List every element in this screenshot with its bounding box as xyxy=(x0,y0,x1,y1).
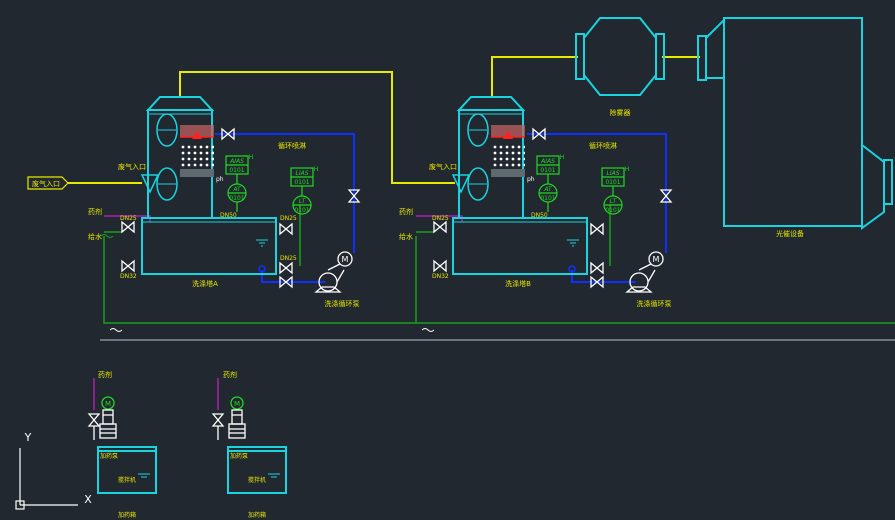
axis-y-label: Y xyxy=(24,431,32,444)
circ-spray-a-label: 循环喷淋 xyxy=(278,141,306,150)
aias-b-sup: H xyxy=(560,154,565,161)
water-b-label: 给水 xyxy=(399,232,413,241)
lias-b-tag: LIAS xyxy=(606,170,619,177)
axis-x-label: X xyxy=(84,493,92,506)
demister-label: 除雾器 xyxy=(610,108,631,117)
aias-b-num: 0101 xyxy=(540,167,555,174)
dn32-b-label: DN32 xyxy=(432,273,449,280)
dn25-a3-label: DN25 xyxy=(280,255,297,262)
at-b-num: 0101 xyxy=(540,195,555,202)
reagent-pipelines xyxy=(93,215,463,410)
scrubber-tower-a[interactable] xyxy=(140,96,215,219)
reagent-a-label: 药剂 xyxy=(88,207,102,216)
dose-tank-2-label: 加药箱 xyxy=(248,511,266,519)
tower-a-label: 洗涤塔A xyxy=(192,279,218,288)
lt-a-tag: LT xyxy=(299,198,307,205)
gas-inlet-a-label: 废气入口 xyxy=(118,162,146,171)
lt-b-tag: LT xyxy=(610,198,618,205)
dose-tank-1-label: 加药箱 xyxy=(118,511,136,519)
water-a-label: 给水 xyxy=(88,232,102,241)
gas-inlet-b-label: 废气入口 xyxy=(429,162,457,171)
dose-pump-2-label: 加药泵 xyxy=(230,452,248,460)
mixer-2-label: 搅拌机 xyxy=(248,476,266,484)
gas-pipelines xyxy=(68,56,700,184)
dose-reagent-1-label: 药剂 xyxy=(98,370,112,379)
ucs-axis-icon xyxy=(15,448,78,510)
pump-b-label: 洗涤循环泵 xyxy=(637,299,672,308)
pump-a-motor-letter: M xyxy=(342,255,349,264)
circ-spray-b-label: 循环喷淋 xyxy=(589,141,617,150)
dosing-unit-2[interactable] xyxy=(227,446,287,494)
at-b-tag: AT xyxy=(543,186,553,193)
dose-pump-1-label: 加药泵 xyxy=(100,452,118,460)
tower-b-label: 洗涤塔B xyxy=(505,279,531,288)
lias-b-num: 0101 xyxy=(605,179,620,186)
dose-reagent-2-label: 药剂 xyxy=(223,370,237,379)
photolysis-unit[interactable] xyxy=(697,17,893,230)
aias-a-tag: AIAS xyxy=(229,158,244,165)
reagent-b-label: 药剂 xyxy=(399,207,413,216)
scrubber-tower-b[interactable] xyxy=(451,96,526,219)
dosing-pump-1-motor: M xyxy=(105,400,111,408)
lias-b-sup: H xyxy=(625,166,630,173)
aias-a-sup: H xyxy=(249,154,254,161)
lt-b-num: 0101 xyxy=(605,207,620,214)
dosing-unit-1[interactable] xyxy=(97,446,157,494)
washing-tank-a xyxy=(141,217,277,275)
mixer-1-label: 搅拌机 xyxy=(118,476,136,484)
at-a-tag: AT xyxy=(232,186,242,193)
dosing-pump-2[interactable] xyxy=(217,396,246,440)
tilde-markers xyxy=(100,234,435,332)
pump-b-motor-letter: M xyxy=(653,255,660,264)
at-a-num: 0101 xyxy=(229,195,244,202)
gas-inlet-box xyxy=(27,176,69,190)
pump-a-label: 洗涤循环泵 xyxy=(325,299,360,308)
washing-tank-b xyxy=(452,217,588,275)
aias-b-tag: AIAS xyxy=(540,158,555,165)
ph-b-label: ph xyxy=(527,176,535,183)
feed-pipelines xyxy=(100,205,895,341)
dn32-a-label: DN32 xyxy=(120,273,137,280)
dn25-a1-label: DN25 xyxy=(120,215,137,222)
demister[interactable] xyxy=(575,17,665,96)
ph-a-label: ph xyxy=(216,176,224,183)
aias-a-num: 0101 xyxy=(229,167,244,174)
dn25-b1-label: DN25 xyxy=(432,215,449,222)
lias-a-sup: H xyxy=(314,166,319,173)
valves[interactable] xyxy=(87,127,673,427)
instruments-b xyxy=(536,155,625,215)
dosing-pump-2-motor: M xyxy=(234,400,240,408)
dn50-b-label: DN50 xyxy=(531,212,548,219)
dosing-pump-1[interactable] xyxy=(93,396,117,440)
gas-inlet-box-label: 废气入口 xyxy=(32,179,60,188)
dn50-a-label: DN50 xyxy=(220,212,237,219)
circulation-pump-b[interactable] xyxy=(625,251,664,293)
lias-a-tag: LIAS xyxy=(295,170,308,177)
dn25-a2-label: DN25 xyxy=(280,215,297,222)
lias-a-num: 0101 xyxy=(294,179,309,186)
circulation-pump-a[interactable] xyxy=(314,251,353,293)
photolysis-label: 光催设备 xyxy=(776,229,804,238)
instruments-a xyxy=(225,155,314,215)
lt-a-num: 0101 xyxy=(294,207,309,214)
